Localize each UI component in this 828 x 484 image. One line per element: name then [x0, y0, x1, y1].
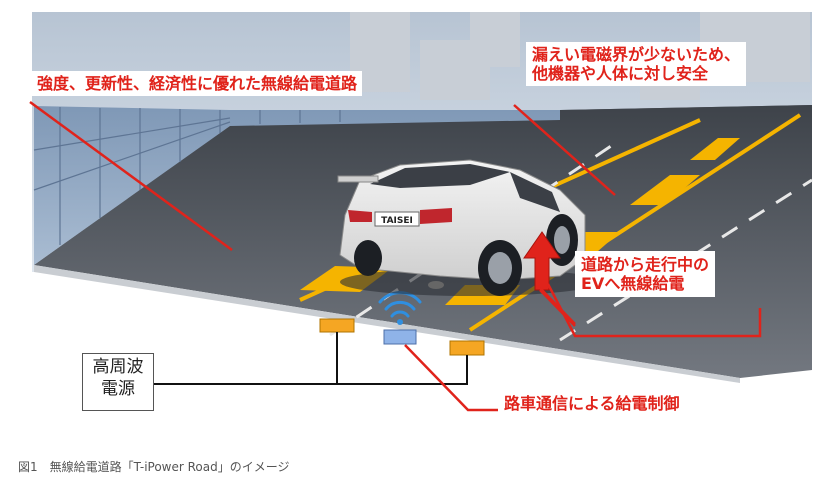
road-edge	[34, 265, 740, 383]
power-supply-line2: 電源	[101, 379, 135, 400]
power-supply-line1: 高周波	[92, 357, 144, 377]
leader-lines	[29, 100, 762, 412]
callout-safety: 漏えい電磁界が少ないため、 他機器や人体に対し安全	[526, 42, 747, 87]
barrier-panel-lines	[33, 107, 341, 245]
callout-control: 路車通信による給電制御	[498, 391, 686, 417]
callout-safety-line2: 他機器や人体に対し安全	[532, 64, 709, 84]
callout-strength: 強度、更新性、経済性に優れた無線給電道路	[32, 71, 363, 97]
transmit-coil-right	[449, 340, 485, 356]
callout-ev-line2: EVへ無線給電	[581, 274, 685, 294]
power-wiring	[154, 332, 468, 385]
comm-unit	[383, 329, 417, 345]
figure-caption: 図1 無線給電道路「T-iPower Road」のイメージ	[18, 460, 290, 474]
callout-control-text: 路車通信による給電制御	[504, 394, 680, 413]
license-plate: TAISEI	[381, 216, 413, 226]
power-supply-box: 高周波 電源	[82, 353, 154, 411]
callout-safety-line1: 漏えい電磁界が少ないため、	[532, 45, 741, 64]
wireless-signal-dot	[397, 319, 403, 325]
callout-strength-text: 強度、更新性、経済性に優れた無線給電道路	[37, 74, 358, 93]
callout-ev-power: 道路から走行中の EVへ無線給電	[575, 251, 716, 298]
transmit-coil-left	[319, 318, 355, 333]
sound-barrier	[34, 106, 560, 265]
callout-ev-line1: 道路から走行中の	[581, 255, 710, 274]
